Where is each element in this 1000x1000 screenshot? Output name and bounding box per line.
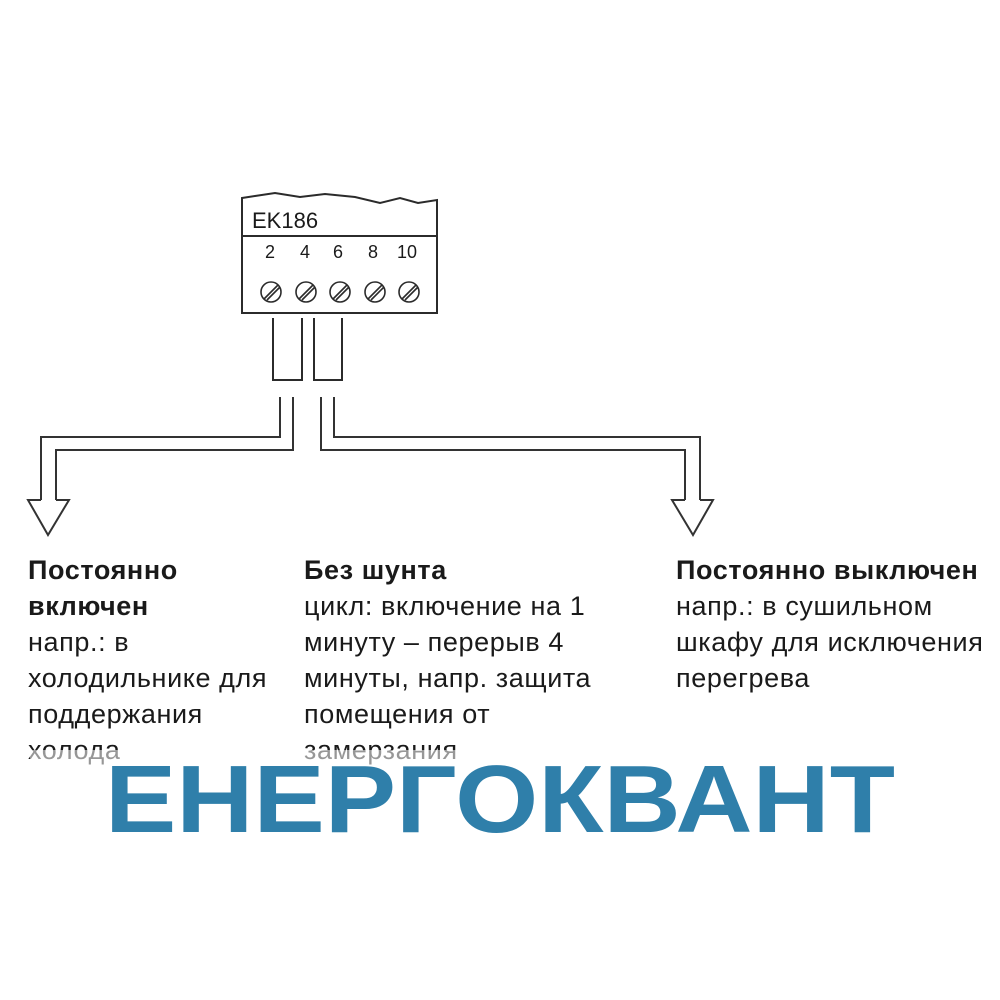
screw-terminal-icon xyxy=(295,281,317,303)
option-title: Постоянно выключен xyxy=(676,555,979,585)
option-no-shunt: Без шунта цикл: включение на 1 минуту – … xyxy=(304,552,649,768)
arrow-left-icon xyxy=(26,397,294,537)
device-model-label: EK186 xyxy=(252,208,318,233)
terminal-number-6: 6 xyxy=(333,242,343,262)
option-title: Без шунта xyxy=(304,555,447,585)
jumper-wires xyxy=(272,318,343,381)
option-always-on: Постоянно включен напр.: в холодильнике … xyxy=(28,552,278,768)
screw-terminal-icon xyxy=(398,281,420,303)
terminal-block: EK186 2 4 6 8 10 xyxy=(241,191,438,314)
screw-terminal-icon xyxy=(364,281,386,303)
jumper-right xyxy=(313,318,343,381)
terminal-number-8: 8 xyxy=(368,242,378,262)
arrow-right-icon xyxy=(320,397,715,537)
terminal-number-2: 2 xyxy=(265,242,275,262)
option-title: Постоянно включен xyxy=(28,555,178,621)
watermark-logo: ЕНЕРГОКВАНТ xyxy=(30,746,970,853)
option-always-off: Постоянно выключен напр.: в сушильном шк… xyxy=(676,552,996,696)
terminal-block-outline xyxy=(241,191,438,314)
jumper-left xyxy=(272,318,303,381)
screw-terminal-icon xyxy=(329,281,351,303)
option-description: напр.: в холодильнике для поддержания хо… xyxy=(28,627,268,765)
option-description: напр.: в сушильном шкафу для исключения … xyxy=(676,591,984,693)
terminal-number-4: 4 xyxy=(300,242,310,262)
screw-terminal-icon xyxy=(260,281,282,303)
terminal-number-10: 10 xyxy=(397,242,417,262)
watermark-text: ЕНЕРГОКВАНТ xyxy=(105,746,895,853)
